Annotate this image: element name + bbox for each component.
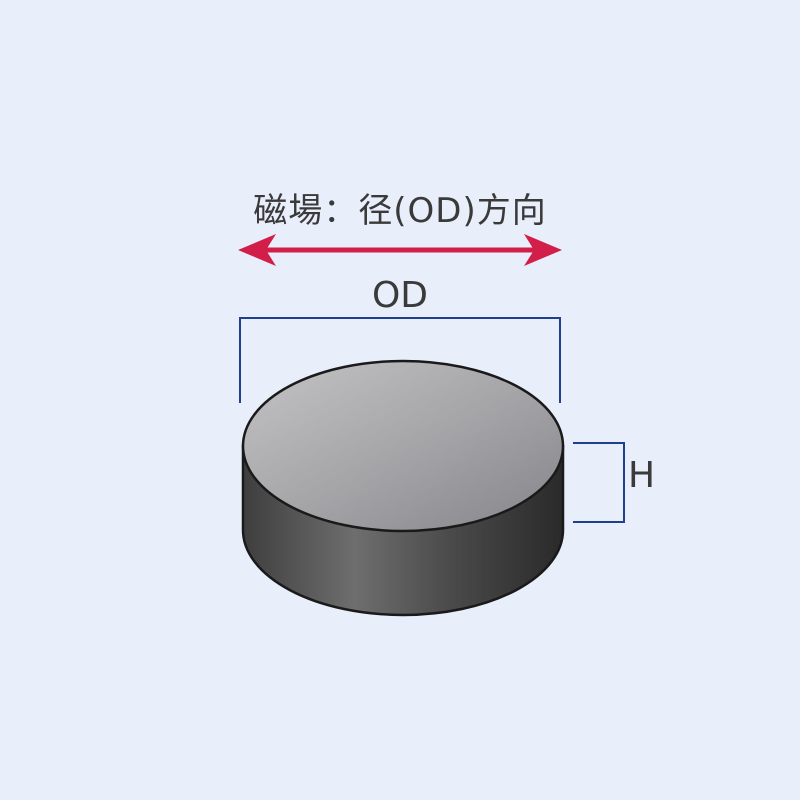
arrowhead-left-icon (238, 234, 276, 266)
od-dimension-bracket (239, 317, 561, 403)
field-direction-arrow (238, 234, 562, 266)
field-direction-title: 磁場：径(OD)方向 (253, 191, 547, 231)
h-dimension-bracket (573, 442, 625, 523)
h-label: H (628, 455, 656, 496)
od-label: OD (371, 275, 429, 316)
magnet-top-face (241, 359, 565, 533)
arrowhead-right-icon (524, 234, 562, 266)
